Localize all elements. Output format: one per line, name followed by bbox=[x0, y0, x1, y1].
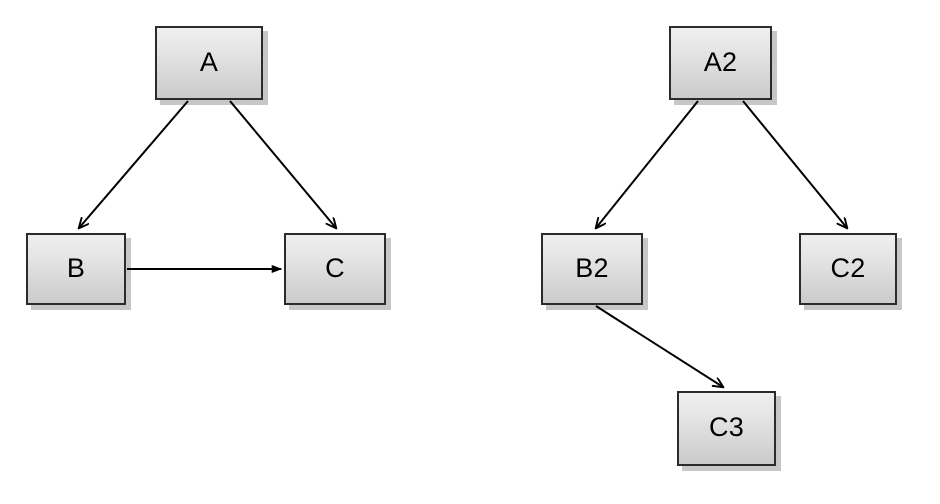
node-label: C2 bbox=[830, 252, 866, 283]
node-label: B2 bbox=[575, 252, 609, 283]
node-a2[interactable]: A2 bbox=[669, 26, 772, 100]
node-a[interactable]: A bbox=[155, 26, 263, 100]
node-b[interactable]: B bbox=[26, 233, 126, 305]
edge-a2-to-b2 bbox=[596, 100, 699, 228]
node-label: B bbox=[66, 252, 86, 283]
edge-group bbox=[79, 100, 847, 387]
node-label: A2 bbox=[703, 46, 738, 77]
edge-b2-to-c3 bbox=[595, 305, 723, 387]
node-b2[interactable]: B2 bbox=[541, 233, 643, 305]
edge-a2-to-c2 bbox=[742, 100, 847, 228]
edge-a-to-c bbox=[229, 100, 336, 228]
node-label: C3 bbox=[708, 412, 745, 442]
node-label: A bbox=[199, 46, 219, 77]
node-c2[interactable]: C2 bbox=[799, 233, 897, 305]
node-c[interactable]: C bbox=[284, 233, 386, 305]
node-label: C bbox=[325, 252, 345, 283]
edge-a-to-b bbox=[79, 100, 189, 228]
node-c3[interactable]: C3 bbox=[677, 391, 776, 466]
